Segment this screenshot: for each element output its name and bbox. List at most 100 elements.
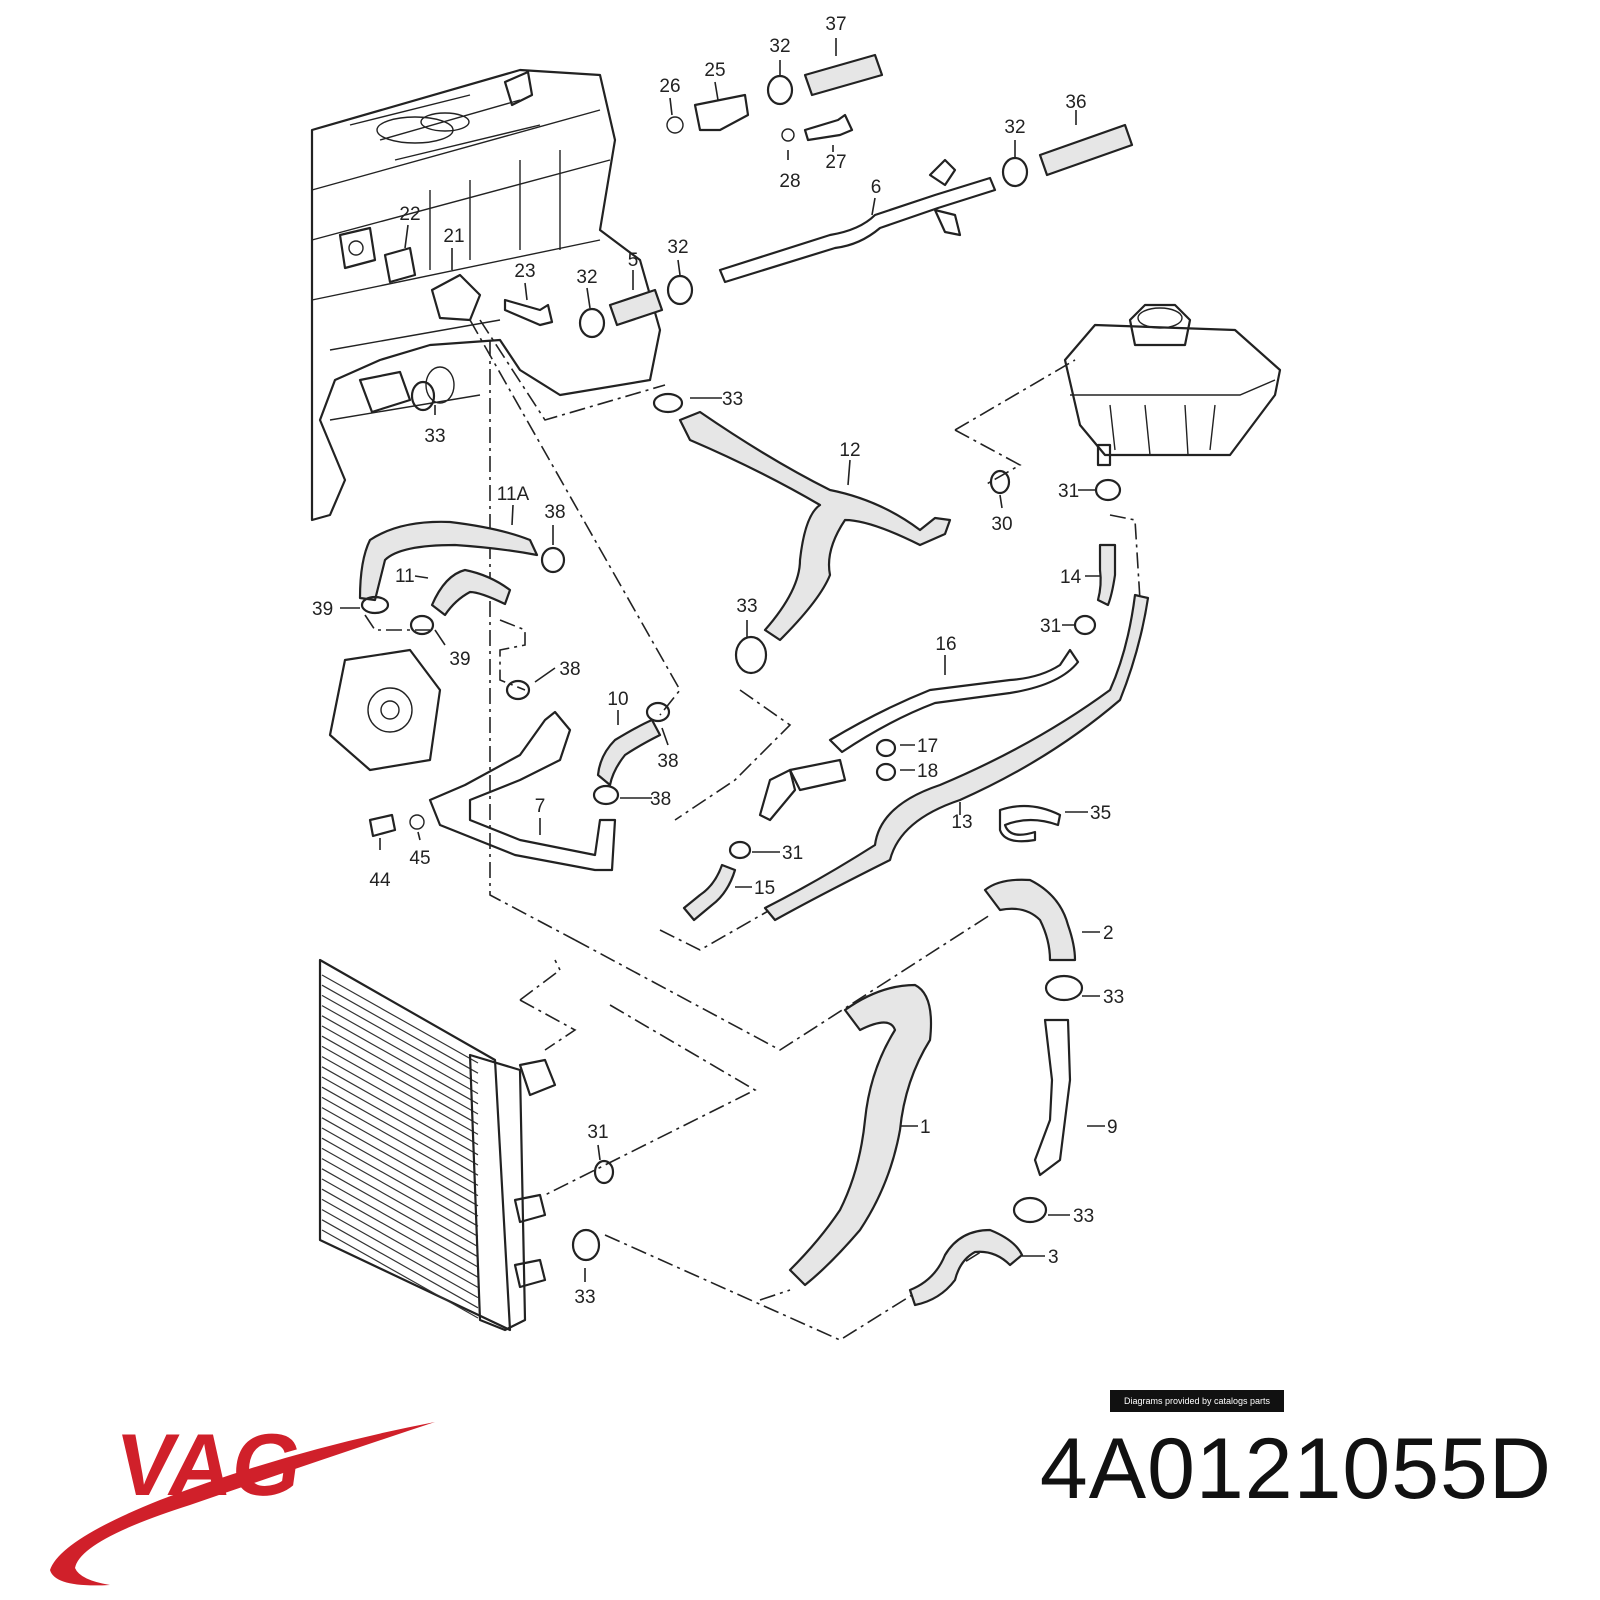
callout-33: 33 [1103, 987, 1124, 1008]
hose-5 [608, 288, 664, 327]
hose-11 [430, 568, 512, 617]
flange-25 [693, 93, 750, 132]
callout-37: 37 [825, 14, 846, 35]
bolt-27 [803, 113, 854, 142]
callout-6: 6 [871, 177, 882, 198]
fittings [328, 53, 1134, 1262]
logo-text: VAG [110, 1415, 308, 1514]
assembly-lines [364, 319, 1141, 1341]
callout-32: 32 [769, 36, 790, 57]
brand-logo: VAG [50, 1415, 435, 1586]
callout-31: 31 [782, 843, 803, 864]
radiator-fin [321, 1188, 479, 1278]
callout-14: 14 [1060, 567, 1082, 588]
radiator-fin [321, 1127, 479, 1217]
radiator-fin [321, 1025, 479, 1115]
callout-16: 16 [935, 634, 956, 655]
callout-18: 18 [917, 761, 938, 782]
leader-lines [340, 38, 1105, 1282]
radiator-fin [321, 1035, 479, 1125]
radiator-fin [321, 1198, 479, 1288]
callout-32: 32 [1004, 117, 1025, 138]
callout-10: 10 [607, 689, 628, 710]
callout-15: 15 [754, 878, 775, 899]
callout-11: 11 [395, 566, 415, 587]
pipe-16 [828, 648, 1080, 754]
engine-block [310, 68, 662, 522]
hose-3 [908, 1228, 1024, 1307]
radiator-fin [321, 1229, 479, 1319]
pipes [428, 158, 1080, 872]
callout-13: 13 [951, 812, 972, 833]
hose-13 [763, 593, 1150, 922]
radiator [318, 958, 557, 1332]
diagram-credit: Diagrams provided by catalogs parts [1110, 1390, 1284, 1412]
hose-14 [1096, 543, 1117, 607]
callout-31: 31 [1058, 481, 1079, 502]
callout-39: 39 [449, 649, 470, 670]
radiator-fin [321, 1056, 479, 1146]
callout-38: 38 [657, 751, 678, 772]
callout-35: 35 [1090, 803, 1111, 824]
hose-1 [788, 983, 933, 1287]
expansion-tank [1063, 303, 1282, 467]
radiator-fin [321, 984, 479, 1074]
hose-2 [983, 878, 1077, 962]
callout-12: 12 [839, 440, 860, 461]
hose-12 [678, 410, 952, 642]
bolt-44 [368, 813, 397, 838]
radiator-fin [321, 1178, 479, 1268]
radiator-fin [321, 994, 479, 1084]
callout-31: 31 [1040, 616, 1061, 637]
callout-25: 25 [704, 60, 725, 81]
callout-32: 32 [667, 237, 688, 258]
radiator-fin [321, 1107, 479, 1197]
callout-44: 44 [369, 870, 391, 891]
pipe-7 [428, 710, 617, 872]
part-callouts: 37 32 26 25 32 36 28 27 6 22 21 23 32 5 … [312, 14, 1124, 1308]
hose-15 [682, 863, 737, 922]
flange-21 [430, 273, 482, 322]
callout-1: 1 [920, 1117, 931, 1138]
radiator-fin [321, 1117, 479, 1207]
callout-33: 33 [424, 426, 445, 447]
callout-38: 38 [544, 502, 565, 523]
radiator-fin [321, 1219, 479, 1309]
callout-22: 22 [399, 204, 420, 225]
callout-38: 38 [559, 659, 580, 680]
radiator-fin [321, 1015, 479, 1105]
callout-32: 32 [576, 267, 597, 288]
radiator-fin [321, 974, 479, 1064]
radiator-fin [321, 1168, 479, 1258]
hose-36 [1038, 123, 1134, 177]
callout-33: 33 [574, 1287, 595, 1308]
pipe-9 [1033, 1018, 1072, 1177]
hoses [358, 410, 1150, 1307]
callout-45: 45 [409, 848, 430, 869]
radiator-fin [321, 1147, 479, 1237]
callout-23: 23 [514, 261, 535, 282]
callout-36: 36 [1065, 92, 1086, 113]
callout-27: 27 [825, 152, 846, 173]
callout-26: 26 [659, 76, 680, 97]
pipe-6 [718, 176, 997, 284]
radiator-fin [321, 1066, 479, 1156]
callout-33: 33 [736, 596, 757, 617]
hose-10 [596, 718, 662, 787]
radiator-fin [321, 1137, 479, 1227]
callout-21: 21 [443, 226, 464, 247]
radiator-fin [321, 1086, 479, 1176]
radiator-fin [321, 1158, 479, 1248]
gasket-22 [383, 246, 417, 284]
callout-31: 31 [587, 1122, 608, 1143]
callout-28: 28 [779, 171, 800, 192]
radiator-fin [321, 1005, 479, 1095]
callout-5: 5 [628, 250, 639, 271]
callout-33: 33 [1073, 1206, 1094, 1227]
callout-9: 9 [1107, 1117, 1118, 1138]
callout-17: 17 [917, 736, 938, 757]
clamp-35 [998, 804, 1062, 843]
oil-cooler [328, 648, 442, 772]
radiator-fin [321, 1045, 479, 1135]
